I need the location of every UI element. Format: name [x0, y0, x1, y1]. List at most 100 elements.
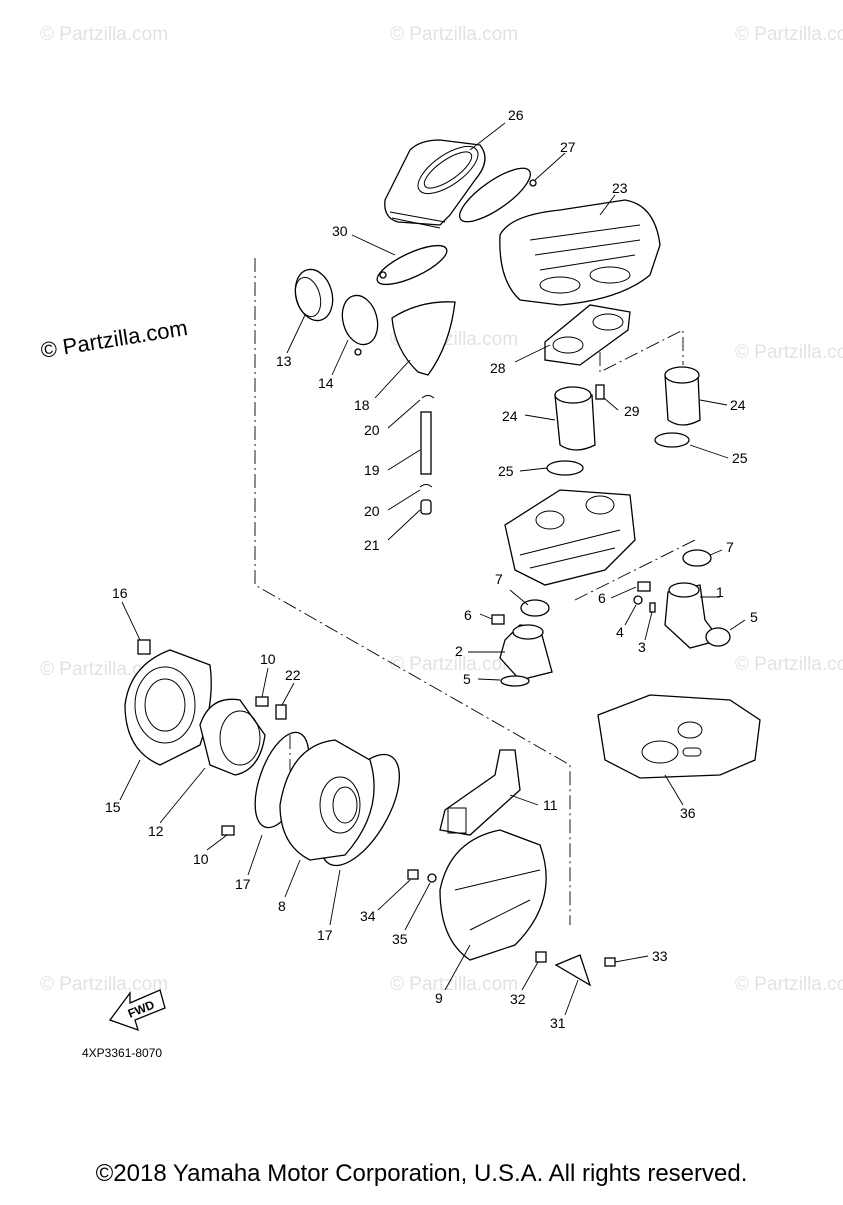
part-air-cleaner-cover	[124, 649, 212, 766]
part-seal-ring	[459, 167, 531, 223]
part-bracket	[554, 954, 592, 987]
part-case-outer-cover	[439, 829, 547, 961]
part-carb-joint-left	[554, 386, 596, 451]
callout-label: 25	[498, 463, 514, 479]
callout-label: 24	[502, 408, 518, 424]
part-clip	[421, 395, 435, 399]
part-bracket	[275, 704, 287, 720]
callout-label: 23	[612, 180, 628, 196]
part-grommet	[535, 951, 547, 963]
copyright-notice: ©2018 Yamaha Motor Corporation, U.S.A. A…	[95, 1160, 748, 1187]
diagram-part-code: 4XP3361-8070	[82, 1046, 162, 1060]
part-pin	[649, 602, 656, 613]
part-o-ring	[705, 627, 731, 647]
watermark-main: © Partzilla.com	[39, 315, 189, 363]
callout-label: 29	[624, 403, 640, 419]
callout-label: 6	[464, 607, 472, 623]
callout-label: 36	[680, 805, 696, 821]
watermark: © Partzilla.com	[735, 974, 843, 995]
callout-label: 22	[285, 667, 301, 683]
callout-label: 17	[235, 876, 251, 892]
callout-label: 31	[550, 1015, 566, 1031]
callout-label: 9	[435, 990, 443, 1006]
watermark: © Partzilla.com	[735, 342, 843, 363]
part-manifold-clamp	[520, 599, 550, 617]
callout-label: 34	[360, 908, 376, 924]
part-intake-manifold-left	[499, 624, 553, 681]
forward-direction-arrow: FWD	[108, 989, 166, 1032]
part-carb-joint-right	[664, 366, 701, 426]
part-screw	[604, 957, 616, 967]
leader-lines	[119, 122, 746, 1016]
callout-label: 17	[317, 927, 333, 943]
callout-label: 28	[490, 360, 506, 376]
callout-label: 1	[716, 584, 724, 600]
callout-label: 30	[332, 223, 348, 239]
callout-label: 35	[392, 931, 408, 947]
watermark: © Partzilla.com	[735, 24, 843, 45]
part-gasket-plate	[544, 304, 631, 366]
part-joint-clamp	[546, 460, 584, 476]
callout-label: 19	[364, 462, 380, 478]
part-intake-duct	[384, 139, 486, 229]
part-air-cleaner-case	[279, 739, 375, 861]
part-bolt	[407, 869, 419, 880]
watermark: © Partzilla.com	[40, 974, 168, 995]
watermark: © Partzilla.com	[735, 654, 843, 675]
callout-label: 25	[732, 450, 748, 466]
part-manifold-clamp	[682, 549, 712, 567]
part-hose-clamp	[341, 294, 379, 346]
part-air-duct	[439, 749, 521, 836]
callout-label: 21	[364, 537, 380, 553]
part-carburetor-assembly	[504, 489, 636, 586]
part-band-screw	[379, 271, 387, 279]
part-bolt	[137, 639, 151, 655]
part-clip	[419, 484, 433, 488]
callout-label: 16	[112, 585, 128, 601]
callout-label: 32	[510, 991, 526, 1007]
watermark: © Partzilla.com	[390, 654, 518, 675]
part-screw	[221, 825, 235, 836]
part-o-ring	[500, 675, 530, 687]
callout-label: 2	[455, 643, 463, 659]
callout-label: 24	[730, 397, 746, 413]
callout-labels: 26 27 23 30 13 14 18 28 29 24 24 25 20 1…	[105, 107, 758, 1031]
part-band-ring	[376, 244, 448, 286]
watermark: © Partzilla.com	[390, 974, 518, 995]
part-intake-boot	[294, 268, 334, 322]
callout-label: 3	[638, 639, 646, 655]
part-drain-plug	[420, 499, 432, 515]
part-drain-funnel	[391, 301, 456, 376]
callout-label: 11	[543, 797, 558, 813]
callout-label: 4	[616, 624, 624, 640]
callout-label: 27	[560, 139, 576, 155]
part-air-filter-element	[199, 698, 266, 776]
callout-label: 5	[750, 609, 758, 625]
callout-label: 7	[726, 539, 734, 555]
callout-label: 15	[105, 799, 121, 815]
callout-label: 26	[508, 107, 524, 123]
part-drain-pipe	[420, 411, 432, 475]
part-flat-gasket	[597, 694, 761, 779]
callout-label: 10	[193, 851, 209, 867]
watermark: © Partzilla.com	[40, 24, 168, 45]
callout-label: 20	[364, 503, 380, 519]
part-joint-clamp	[654, 432, 690, 448]
part-clamp-screw	[529, 179, 537, 187]
callout-label: 33	[652, 948, 668, 964]
part-washer	[427, 873, 437, 883]
part-bolt	[595, 384, 605, 400]
callout-label: 5	[463, 671, 471, 687]
callout-label: 20	[364, 422, 380, 438]
part-air-box-cover	[499, 199, 661, 306]
callout-label: 6	[598, 590, 606, 606]
callout-label: 12	[148, 823, 164, 839]
watermark: © Partzilla.com	[390, 24, 518, 45]
part-screw	[255, 696, 269, 707]
callout-label: 8	[278, 898, 286, 914]
callout-label: 7	[495, 571, 503, 587]
callout-label: 10	[260, 651, 276, 667]
callout-label: 13	[276, 353, 292, 369]
